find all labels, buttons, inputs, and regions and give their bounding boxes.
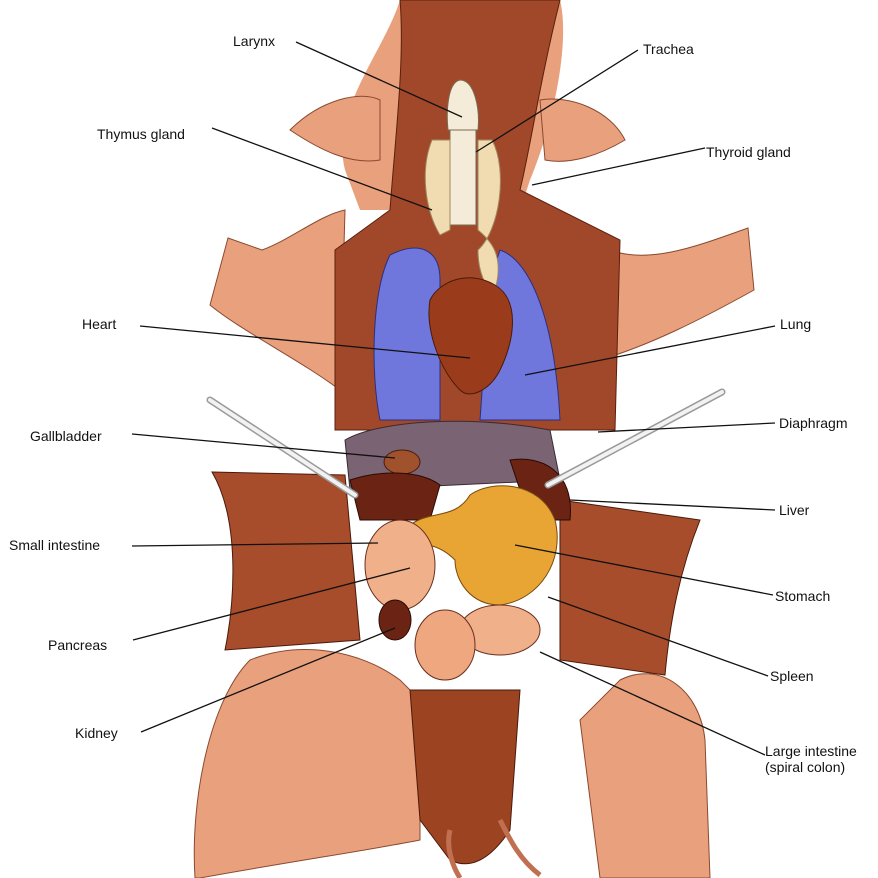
right-hindleg (579, 673, 711, 878)
leader-trachea (475, 49, 639, 153)
left-abdominal-flap (211, 471, 361, 651)
label-trachea: Trachea (643, 41, 694, 57)
trachea-shape (449, 129, 477, 226)
coiled-intestine-shape (414, 609, 476, 681)
leader-spleen (547, 596, 769, 677)
label-small-intestine: Small intestine (9, 537, 101, 553)
leader-small-intestine (131, 542, 379, 547)
leader-lines (131, 41, 776, 756)
leader-larynx (295, 41, 463, 118)
right-foreleg (599, 227, 755, 361)
leader-lung (524, 325, 776, 376)
umbilical-cord (446, 818, 542, 878)
left-lung (373, 247, 441, 421)
larynx-shape (446, 79, 479, 131)
label-stomach: Stomach (775, 588, 831, 604)
leader-thymus (211, 127, 433, 211)
label-pancreas: Pancreas (48, 637, 108, 653)
label-spleen: Spleen (770, 668, 814, 684)
label-gallbladder: Gallbladder (30, 428, 102, 444)
leader-pancreas (132, 567, 411, 641)
label-larynx: Larynx (233, 33, 276, 49)
label-large-intestine: Large intestine (765, 743, 857, 759)
leader-kidney (140, 627, 396, 733)
left-ear (289, 95, 381, 162)
gallbladder-shape (383, 449, 421, 475)
label-spiral-colon: (spiral colon) (765, 759, 846, 775)
leader-stomach (514, 544, 774, 596)
pelvic-flap (409, 689, 521, 865)
left-foreleg (209, 209, 346, 391)
kidney-shape (378, 599, 412, 641)
heart-shape (428, 277, 513, 395)
small-intestine-shape (364, 519, 436, 611)
label-thyroid-gland: Thyroid gland (706, 144, 791, 160)
thymus-shape (424, 139, 501, 291)
label-kidney: Kidney (75, 725, 118, 741)
right-probe-inner (546, 390, 724, 487)
label-liver: Liver (779, 502, 810, 518)
label-heart: Heart (82, 316, 117, 332)
label-diaphragm: Diaphragm (779, 415, 848, 431)
leader-gallbladder (131, 433, 396, 459)
leader-large-intestine (539, 651, 766, 756)
label-lung: Lung (780, 316, 812, 332)
left-hindleg (193, 649, 421, 878)
leader-thyroid (531, 147, 706, 186)
label-thymus-gland: Thymus gland (97, 126, 185, 142)
right-ear (539, 98, 626, 162)
leader-diaphragm (597, 422, 776, 433)
right-abdominal-flap (559, 499, 701, 676)
leader-liver (569, 499, 776, 511)
leader-heart (139, 325, 471, 359)
